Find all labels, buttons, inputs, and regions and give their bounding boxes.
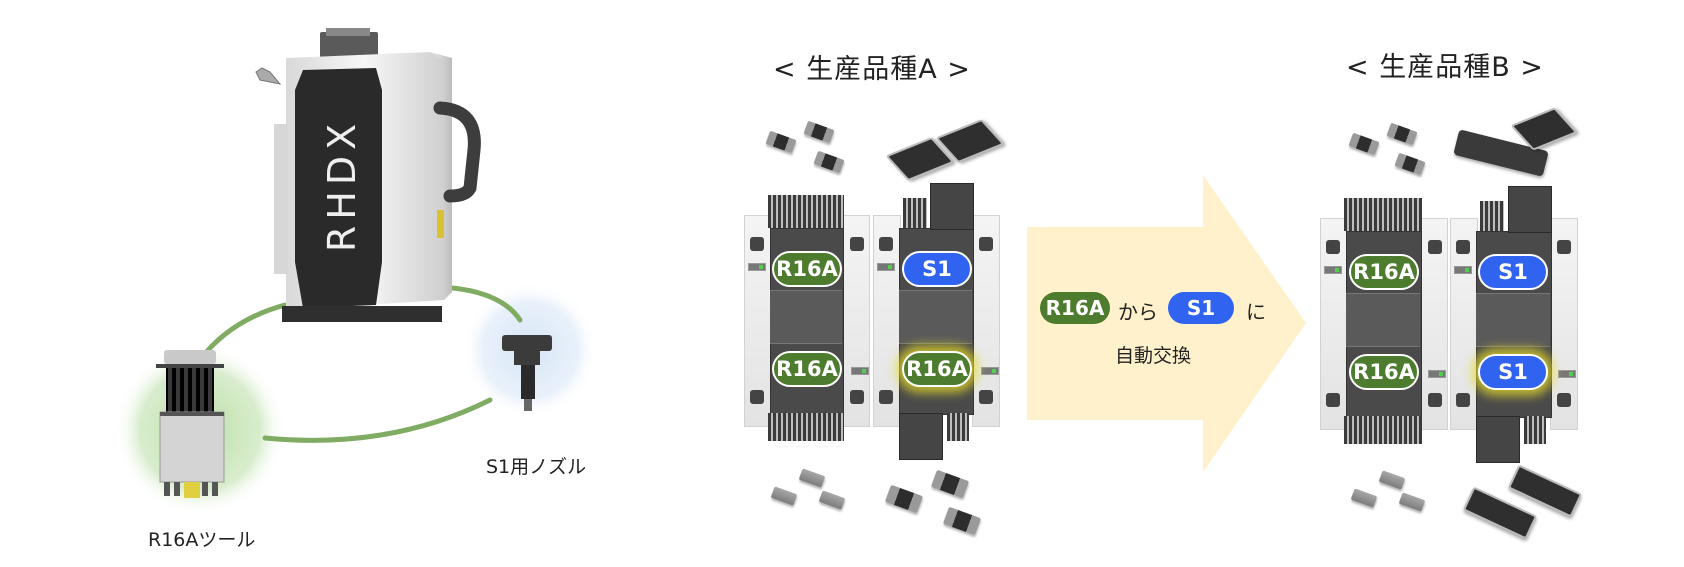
module-b-right-bottom-badge-highlighted: S1 xyxy=(1478,354,1548,390)
flat-chip-component xyxy=(1378,470,1406,490)
chip-component xyxy=(813,150,845,174)
flat-chip-component xyxy=(770,486,798,506)
module-a-left-bottom-badge: R16A xyxy=(772,351,842,387)
module-a-right-top-badge: S1 xyxy=(902,251,972,287)
flat-chip-component xyxy=(1398,492,1426,512)
r16a-tool-image xyxy=(156,350,225,498)
arrow-to-badge: S1 xyxy=(1168,292,1234,324)
s1-nozzle-label: S1用ノズル xyxy=(486,456,587,478)
product-a-title: < 生産品種A > xyxy=(773,54,971,85)
r16a-tool-label: R16Aツール xyxy=(148,529,256,551)
chip-component xyxy=(1394,152,1426,176)
chip-component xyxy=(803,120,835,144)
arrow-caption: 自動交換 xyxy=(1115,345,1192,367)
chip-component xyxy=(1348,132,1380,156)
arrow-to-text: に xyxy=(1246,300,1266,324)
diagram-graphics xyxy=(114,28,598,516)
chip-component xyxy=(942,506,982,536)
arrow-shape xyxy=(1027,175,1306,472)
module-a-left-top-badge: R16A xyxy=(772,251,842,287)
module-b-right-top-badge: S1 xyxy=(1478,254,1548,290)
module-b-left-top-badge: R16A xyxy=(1349,254,1419,290)
s1-nozzle-image xyxy=(502,335,552,411)
arc-tool-to-nozzle xyxy=(262,397,493,443)
chip-component xyxy=(930,469,970,499)
chip-component xyxy=(765,130,797,154)
flat-chip-component xyxy=(1350,488,1378,508)
chip-component xyxy=(884,484,924,514)
module-a-right-bottom-badge-highlighted: R16A xyxy=(902,351,972,387)
product-b-title: < 生産品種B > xyxy=(1346,52,1544,83)
rhdx-head-unit xyxy=(255,28,481,322)
arrow-from-text: から xyxy=(1118,300,1158,324)
flat-chip-component xyxy=(818,490,846,510)
flat-chip-component xyxy=(798,468,826,488)
arrow-from-badge: R16A xyxy=(1040,292,1110,324)
module-b-left-bottom-badge: R16A xyxy=(1349,354,1419,390)
rhdx-logo: RHDX xyxy=(320,117,364,253)
chip-component xyxy=(1386,122,1418,146)
